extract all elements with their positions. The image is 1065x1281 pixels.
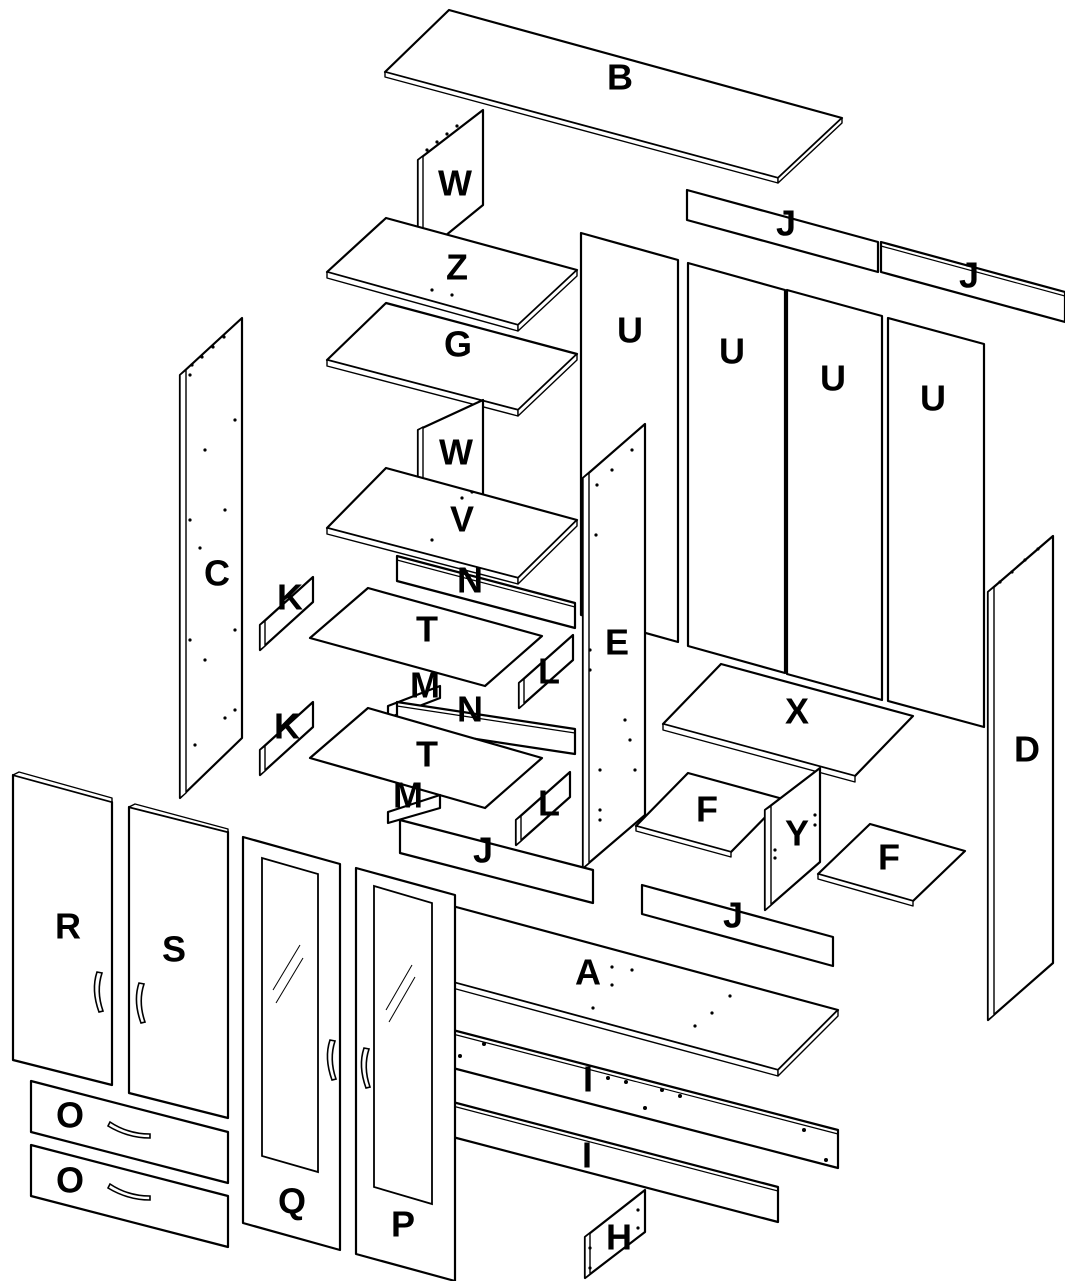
part-l-cleat-2: L — [514, 770, 572, 847]
label-j-low: J — [723, 895, 743, 936]
label-w-lower: W — [439, 432, 473, 473]
part-k-cleat-1: K — [258, 575, 315, 652]
part-r-door: R — [11, 771, 114, 1087]
label-b: B — [607, 57, 633, 98]
label-w-upper: W — [438, 163, 472, 204]
label-m-2: M — [393, 775, 423, 816]
part-m-drawer-back-2: M — [386, 775, 442, 825]
label-j-top-2: J — [959, 255, 979, 296]
part-j-low-plinth: J — [640, 883, 835, 968]
part-k-cleat-2: K — [258, 700, 315, 777]
label-k-2: K — [274, 706, 300, 747]
label-j-top-1: J — [776, 203, 796, 244]
part-x-bottom-panel: X — [661, 662, 915, 783]
part-t-drawer-bottom-2: T — [308, 706, 544, 810]
label-i-1: I — [583, 1059, 593, 1100]
label-a: A — [575, 952, 601, 993]
part-v-shelf: V — [325, 466, 579, 585]
label-g: G — [444, 324, 472, 365]
label-x: X — [785, 691, 809, 732]
part-b-top-panel: B — [383, 8, 844, 184]
part-a-base-panel: A — [443, 902, 840, 1077]
label-e: E — [605, 622, 629, 663]
label-o-2: O — [56, 1160, 84, 1201]
label-c: C — [204, 553, 230, 594]
part-f-shelf-1: F — [634, 771, 785, 858]
label-h: H — [606, 1217, 632, 1258]
label-j-mid: J — [473, 830, 493, 871]
label-l-2: L — [538, 783, 560, 824]
part-u-back-panel-2: U — [686, 261, 787, 675]
label-f-2: F — [878, 837, 900, 878]
label-r: R — [55, 906, 81, 947]
part-s-door: S — [127, 803, 230, 1120]
part-j-top-rail-1: J — [685, 188, 880, 274]
label-z: Z — [446, 247, 468, 288]
label-y: Y — [785, 813, 809, 854]
part-h-bracket: H — [583, 1188, 647, 1280]
label-p: P — [391, 1204, 415, 1245]
part-o-drawer-front-1: O — [29, 1079, 230, 1185]
label-s: S — [162, 929, 186, 970]
part-j-top-rail-2: J — [879, 240, 1065, 324]
label-d: D — [1014, 729, 1040, 770]
part-u-back-panel-3: U — [785, 288, 884, 702]
label-m-1: M — [410, 665, 440, 706]
part-c-left-side-panel: C — [178, 316, 244, 800]
label-v: V — [450, 499, 474, 540]
label-l-1: L — [538, 651, 560, 692]
label-t-2: T — [416, 734, 438, 775]
part-f-shelf-2: F — [816, 822, 967, 907]
part-q-glass-door: Q — [241, 835, 342, 1252]
part-l-cleat-1: L — [517, 633, 575, 710]
part-z-shelf: Z — [325, 216, 579, 332]
label-q: Q — [278, 1181, 306, 1222]
part-g-shelf: G — [325, 301, 579, 417]
part-d-right-side-panel: D — [986, 534, 1055, 1022]
label-f-1: F — [696, 789, 718, 830]
part-o-drawer-front-2: O — [29, 1143, 230, 1249]
label-t-1: T — [416, 609, 438, 650]
label-u-3: U — [820, 358, 846, 399]
part-j-mid-plinth: J — [398, 818, 595, 905]
part-t-drawer-bottom-1: T — [308, 586, 544, 688]
label-o-1: O — [56, 1095, 84, 1136]
part-n-rail-1: N — [395, 554, 577, 630]
label-k-1: K — [277, 577, 303, 618]
label-u-1: U — [617, 310, 643, 351]
part-p-glass-door: P — [354, 866, 457, 1281]
label-u-4: U — [920, 378, 946, 419]
label-i-2: I — [582, 1135, 592, 1176]
part-u-back-panel-4: U — [886, 316, 986, 729]
label-n-1: N — [457, 560, 483, 601]
part-e-center-divider: E — [581, 422, 647, 870]
label-n-2: N — [457, 689, 483, 730]
part-y-small-divider: Y — [763, 766, 822, 912]
label-u-2: U — [719, 331, 745, 372]
